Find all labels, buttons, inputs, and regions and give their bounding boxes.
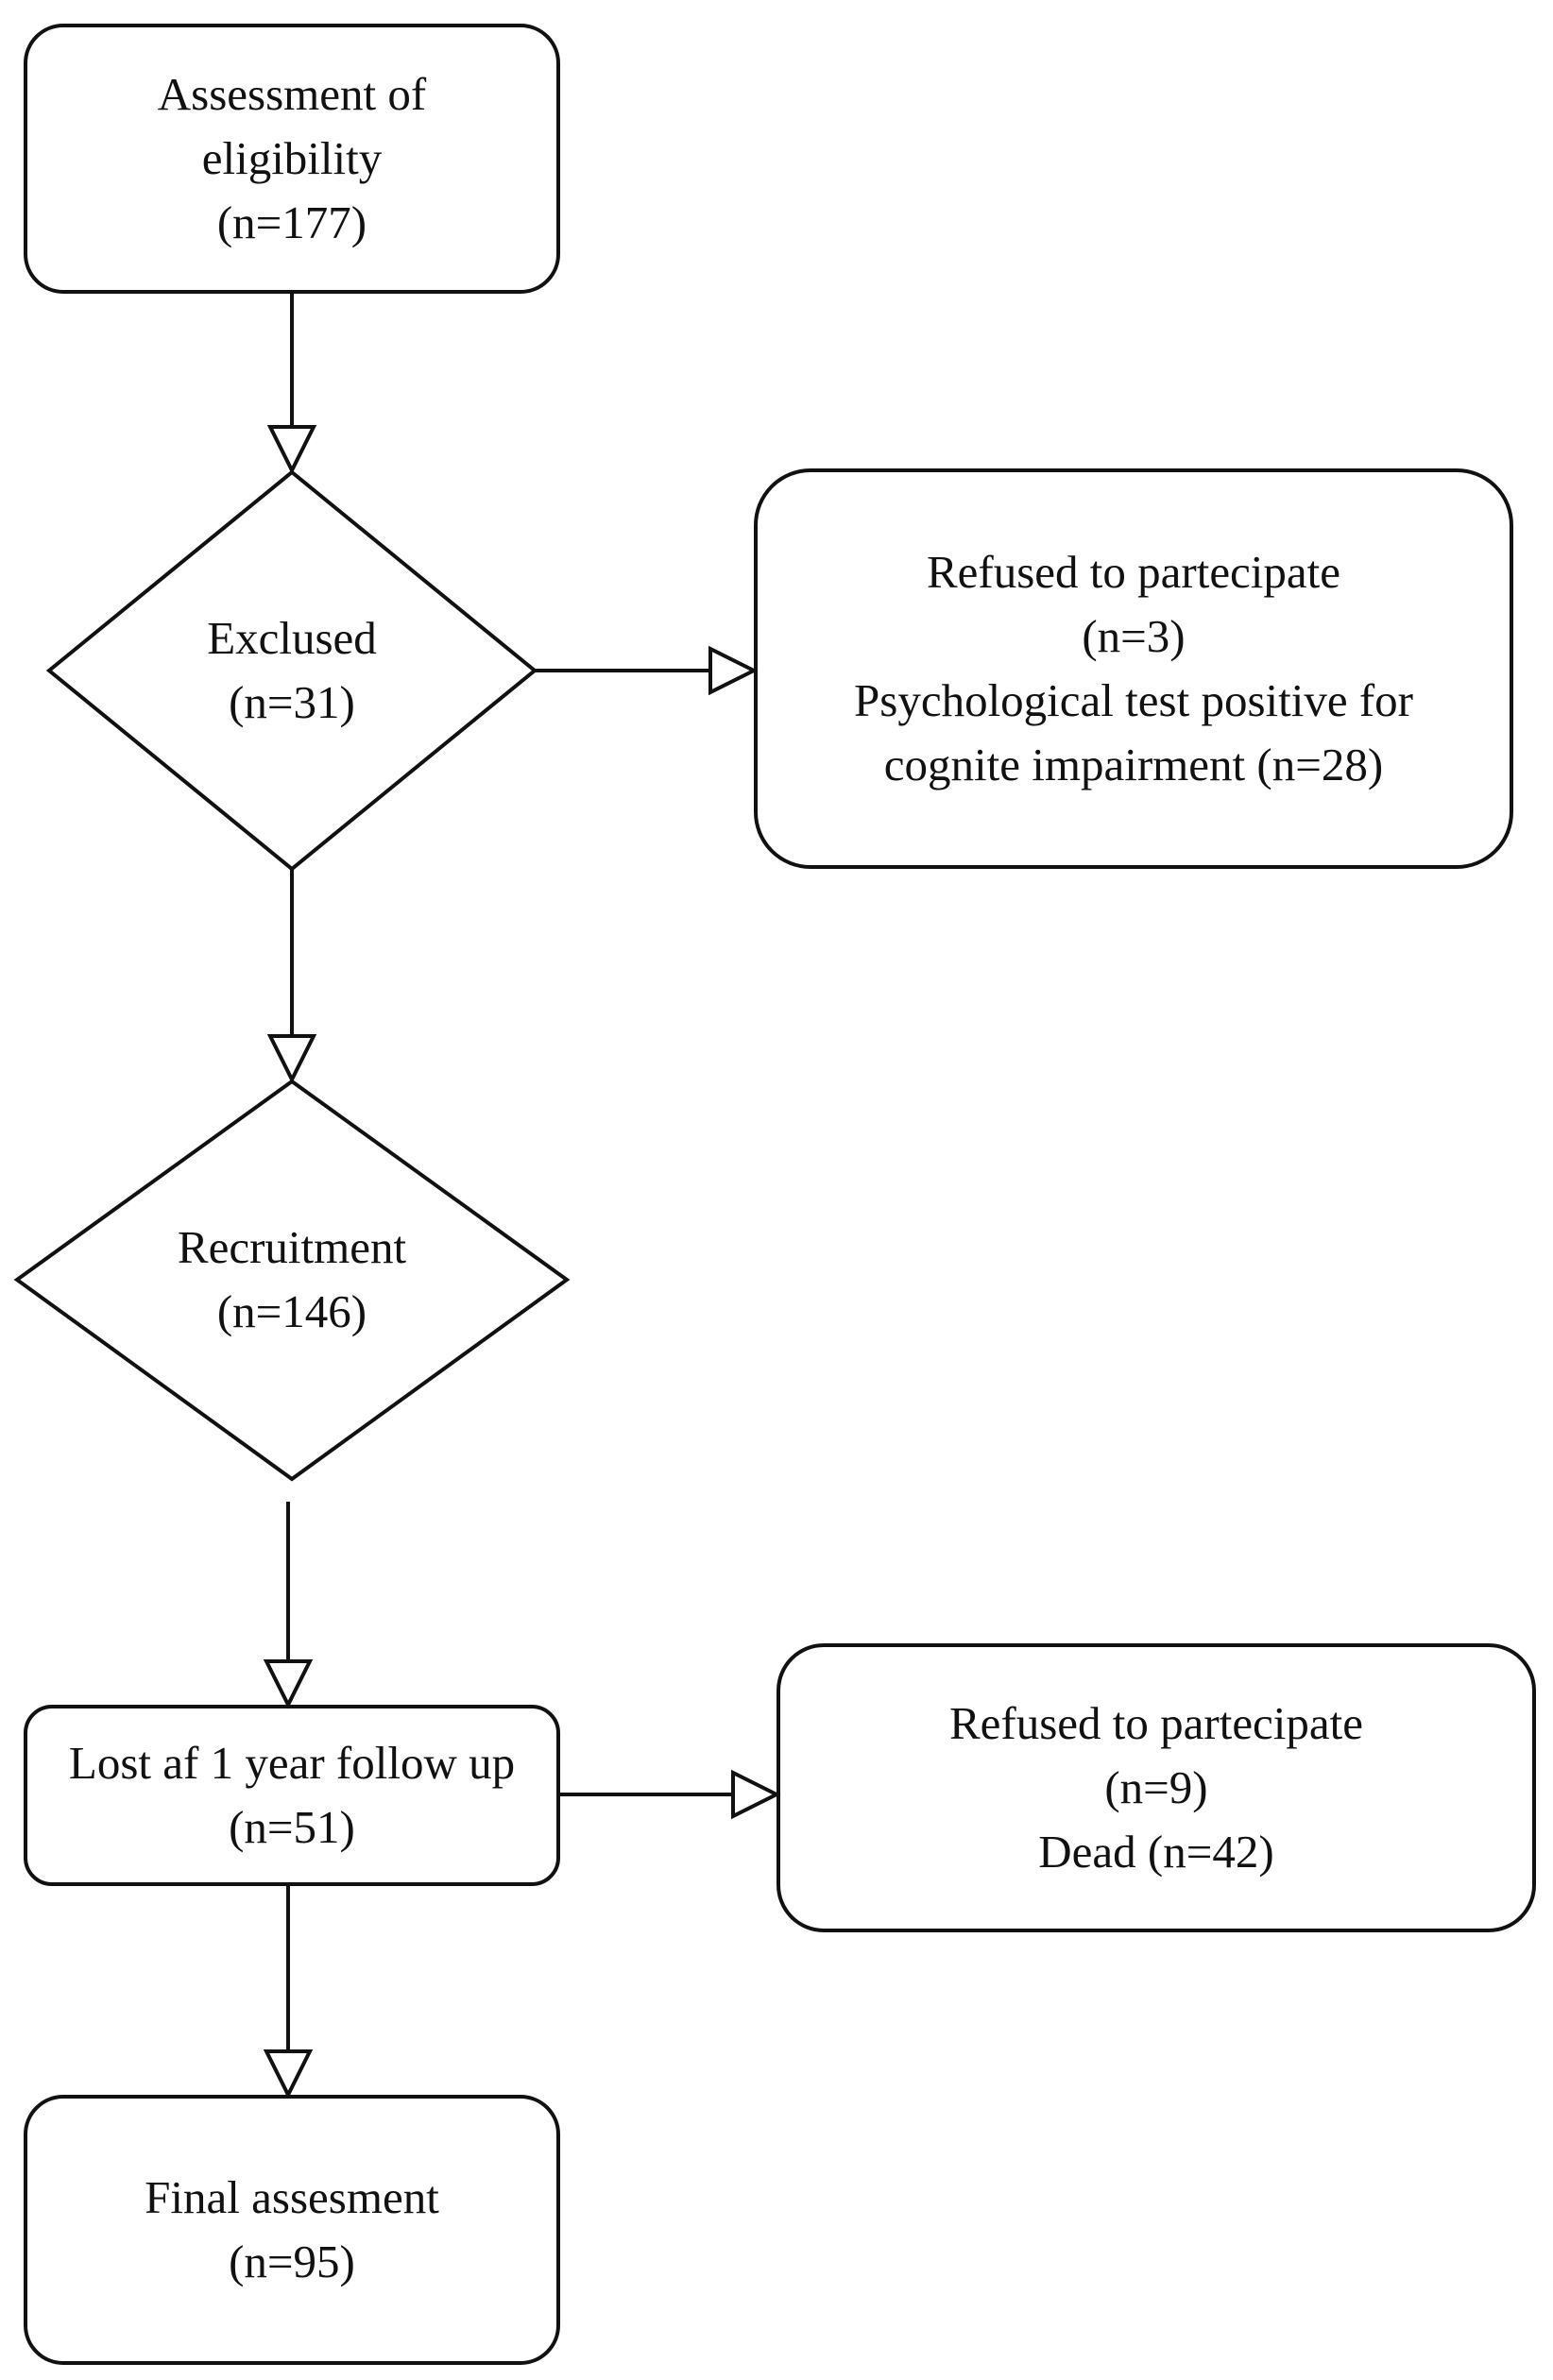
excluded-reasons-box <box>754 468 1513 869</box>
final-title: Final assesment <box>145 2171 439 2223</box>
eligibility-count: (n=177) <box>216 196 367 248</box>
excluded-count: (n=31) <box>229 676 355 728</box>
excluded-title: Exclused <box>207 612 377 664</box>
final-label: Final assesment (n=95) <box>26 2097 558 2363</box>
excluded-reason-refused-count: (n=3) <box>1082 610 1186 662</box>
final-count: (n=95) <box>229 2236 355 2287</box>
eligibility-line-2: eligibility <box>201 132 383 184</box>
arrowhead-right-icon <box>708 645 759 696</box>
excluded-reasons-label: Refused to partecipate (n=3) Psychologic… <box>756 470 1511 867</box>
recruitment-diamond <box>13 1079 571 1482</box>
recruitment-label: Recruitment (n=146) <box>17 1148 567 1412</box>
lost-reasons-box <box>776 1643 1536 1932</box>
arrowhead-down-icon <box>263 1659 314 1709</box>
recruitment-count: (n=146) <box>216 1285 367 1337</box>
lost-reason-refused-count: (n=9) <box>1104 1761 1208 1813</box>
eligibility-line-1: Assessment of <box>157 68 427 120</box>
arrowhead-right-icon <box>731 1769 781 1820</box>
excluded-reason-refused: Refused to partecipate <box>926 546 1341 598</box>
excluded-reason-psych: Psychological test positive for <box>854 674 1413 726</box>
lost-reason-dead: Dead (n=42) <box>1038 1826 1274 1878</box>
arrowhead-down-icon <box>266 425 317 475</box>
arrowhead-down-icon <box>263 2049 314 2100</box>
excluded-label: Exclused (n=31) <box>49 538 535 803</box>
lost-reason-refused: Refused to partecipate <box>948 1697 1364 1749</box>
lost-followup-label: Lost af 1 year follow up (n=51) <box>26 1707 558 1884</box>
lost-followup-title: Lost af 1 year follow up <box>68 1737 516 1789</box>
final-box <box>24 2095 560 2365</box>
excluded-reason-psych-count: cognite impairment (n=28) <box>883 739 1384 790</box>
lost-followup-count: (n=51) <box>229 1801 355 1853</box>
lost-reasons-label: Refused to partecipate (n=9) Dead (n=42) <box>778 1645 1534 1930</box>
recruitment-title: Recruitment <box>177 1221 407 1273</box>
eligibility-label: Assessment of eligibility (n=177) <box>26 26 558 292</box>
arrowhead-down-icon <box>266 1034 317 1084</box>
